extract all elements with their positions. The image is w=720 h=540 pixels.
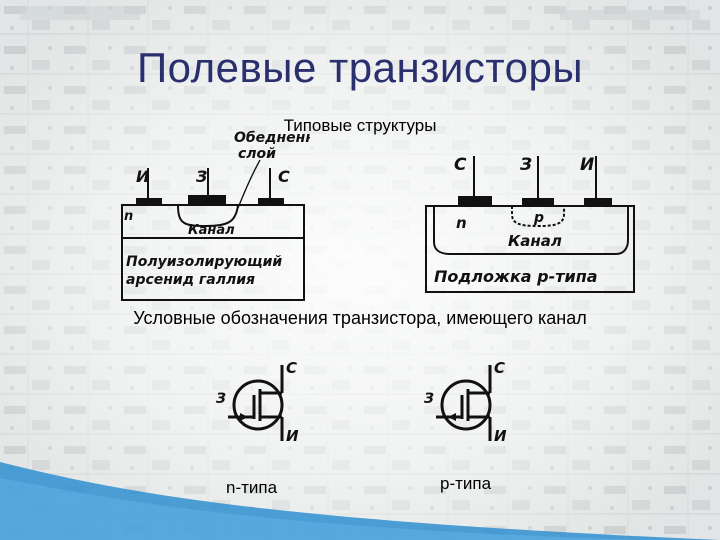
p-drain-label: С — [494, 359, 505, 377]
depletion-label-1: Обедненный — [234, 130, 310, 146]
structure-diagram-right: С З И n p Канал Подложка р-типа — [425, 155, 635, 293]
gate-label: З — [195, 167, 207, 186]
n-source-label: И — [286, 427, 299, 445]
n-type-label: n-типа — [226, 478, 278, 497]
substrate-label-1: Полуизолирующий — [126, 254, 282, 270]
symbol-p-type: З С И — [424, 359, 507, 445]
drain-label-right: С — [454, 155, 467, 175]
source-label-right: И — [580, 155, 594, 175]
p-source-label: И — [494, 427, 507, 445]
p-gate-label: З — [424, 391, 434, 407]
substrate-label-2: арсенид галлия — [126, 272, 255, 288]
n-drain-label: С — [286, 359, 297, 377]
channel-label-right: Канал — [508, 232, 562, 250]
n-region-label-right: n — [456, 214, 467, 232]
channel-label: Канал — [188, 223, 235, 238]
slide-subtitle: Типовые структуры — [283, 116, 437, 135]
substrate-label-right: Подложка р-типа — [434, 267, 598, 286]
n-gate-label: З — [216, 391, 226, 407]
p-type-label: р-типа — [440, 474, 492, 493]
structure-diagram-left: Обедненный слой И З С n Канал Полуизолир… — [121, 130, 310, 301]
slide-title: Полевые транзисторы — [136, 44, 584, 91]
p-region-label: p — [533, 210, 544, 226]
symbol-n-type: З С И — [216, 359, 299, 445]
gate-label-right: З — [519, 155, 532, 175]
depletion-label-2: слой — [238, 146, 276, 162]
source-label: И — [136, 167, 150, 186]
n-region-label: n — [124, 209, 133, 224]
drain-label: С — [278, 167, 290, 186]
symbols-caption: Условные обозначения транзистора, имеюще… — [133, 308, 587, 328]
